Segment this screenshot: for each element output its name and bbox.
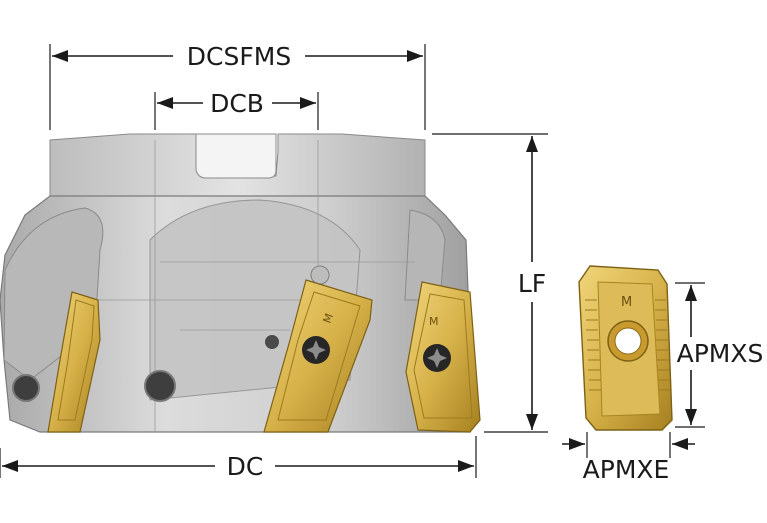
label-apmxs: APMXS xyxy=(677,339,764,368)
coolant-hole xyxy=(265,335,279,349)
insert-detail-serrations xyxy=(585,299,670,391)
label-lf: LF xyxy=(518,269,546,298)
label-dcb: DCB xyxy=(210,89,264,118)
cutter-body xyxy=(0,133,471,433)
label-dcsfms: DCSFMS xyxy=(187,42,291,71)
insert-right-mark: M xyxy=(429,315,439,328)
insert-detail: M xyxy=(578,265,673,431)
insert-center-mark: M xyxy=(321,312,336,325)
insert-detail-mark: M xyxy=(621,295,632,310)
insert-detail-hole-inner xyxy=(614,327,642,355)
label-dc: DC xyxy=(227,452,264,481)
dimension-lines xyxy=(0,44,705,478)
insert-right: M xyxy=(405,281,481,433)
screw-hole-left xyxy=(12,374,40,402)
drive-key-slot xyxy=(195,133,277,179)
screw-hole-center xyxy=(144,370,176,402)
label-apmxe: APMXE xyxy=(583,455,670,484)
pocket-dot xyxy=(310,265,330,285)
insert-left xyxy=(47,291,101,433)
insert-center: M xyxy=(263,279,373,433)
